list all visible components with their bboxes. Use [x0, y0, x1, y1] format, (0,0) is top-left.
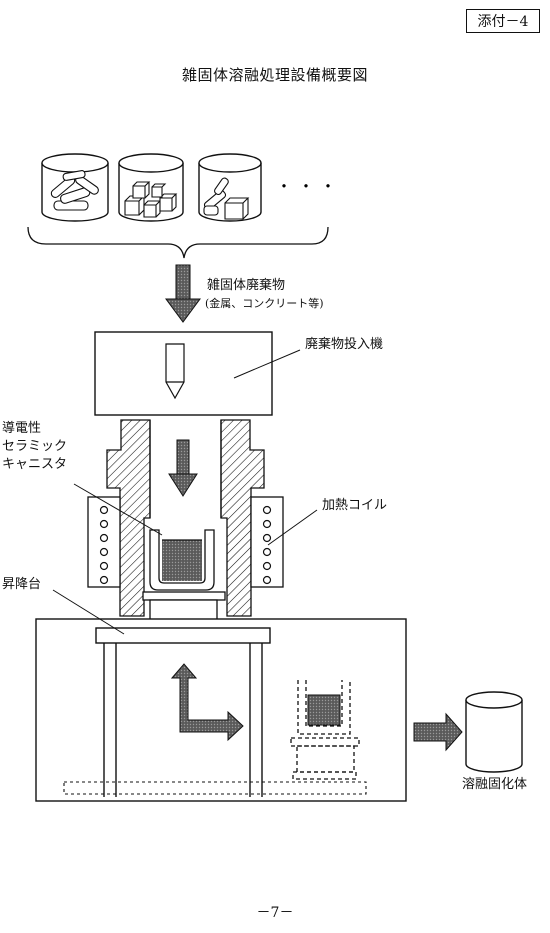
furnace-shielding	[106, 419, 265, 617]
annex-tag: 添付－4	[466, 9, 540, 33]
move-arrow-icon	[170, 663, 244, 742]
feeder-label: 廃棄物投入機	[305, 337, 384, 352]
moved-canister-dashed	[290, 680, 360, 780]
waste-feeder-box	[94, 331, 273, 416]
diagram-title: 雑固体溶融処理設備概要図	[181, 66, 368, 84]
heating-coil	[87, 496, 284, 588]
waste-drum-pipes-icon	[41, 153, 109, 222]
coil-label: 加熱コイル	[322, 498, 388, 513]
canister-label-line3: キャニスタ	[2, 457, 68, 472]
canister-leader-line	[73, 483, 163, 536]
moved-canister-melt	[307, 694, 341, 726]
floor-rail	[63, 781, 367, 795]
waste-label: 雑固体廃棄物	[207, 278, 286, 293]
coil-leader-line	[267, 509, 318, 546]
grouping-brace	[27, 226, 329, 259]
waste-drum-mixed-icon	[198, 153, 262, 222]
down-arrow-icon	[168, 439, 198, 497]
waste-drum-blocks-icon	[118, 153, 184, 222]
canister-label-line1: 導電性	[2, 421, 42, 436]
feeder-leader-line	[233, 349, 301, 379]
page-number: －7－	[256, 905, 294, 921]
lift-label: 昇降台	[2, 577, 42, 592]
canister-label-line2: セラミック	[2, 439, 68, 454]
lift-base-frame	[35, 618, 407, 802]
right-arrow-icon	[413, 712, 463, 752]
feed-chute	[149, 420, 222, 518]
waste-sublabel: (金属、コンクリート等)	[205, 297, 324, 310]
drum-ellipsis: ・・・	[276, 177, 342, 196]
lift-leader-line	[52, 589, 125, 635]
ceramic-canister	[149, 529, 215, 591]
product-label: 溶融固化体	[462, 777, 528, 792]
product-drum-icon	[465, 691, 523, 773]
down-arrow-icon	[165, 264, 201, 323]
